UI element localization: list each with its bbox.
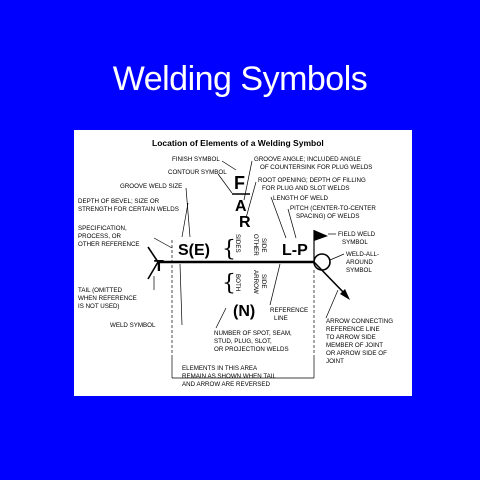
label-groove-angle-2: OF COUNTERSINK FOR PLUG WELDS — [260, 164, 372, 171]
label-reference-line-2: LINE — [274, 315, 288, 322]
label-elements-area-3: AND ARROW ARE REVERSED — [182, 381, 271, 388]
label-weld-all-around-3: SYMBOL — [346, 267, 372, 274]
sides-label: SIDES — [234, 234, 241, 253]
welding-symbol-diagram: Location of Elements of a Welding Symbol… — [74, 130, 412, 396]
tail-t: T — [154, 258, 164, 275]
label-length-of-weld: LENGTH OF WELD — [273, 195, 329, 202]
label-weld-symbol: WELD SYMBOL — [110, 322, 156, 329]
label-number-spots-2: STUD, PLUG, SLOT, — [214, 338, 272, 345]
finish-symbol-f: F — [234, 173, 245, 193]
label-elements-area-2: REMAIN AS SHOWN WHEN TAIL — [182, 373, 277, 380]
leader-depth-bevel — [181, 202, 189, 238]
label-arrow-connecting-6: JOINT — [326, 358, 344, 365]
leader-number — [215, 307, 227, 329]
label-spec-1: SPECIFICATION, — [78, 225, 127, 232]
label-elements-area-1: ELEMENTS IN THIS AREA — [182, 365, 258, 372]
root-opening-r: R — [239, 214, 251, 231]
leader-weld-symbol — [179, 263, 183, 326]
label-field-weld-2: SYMBOL — [342, 239, 368, 246]
arrowhead — [340, 289, 350, 300]
label-weld-all-around-1: WELD-ALL- — [346, 251, 379, 258]
leader-contour — [217, 173, 233, 194]
diagram-title: Location of Elements of a Welding Symbol — [152, 138, 324, 148]
arrow-side-label-2: SIDE — [260, 274, 267, 288]
brace-top: { — [222, 237, 236, 262]
label-arrow-connecting-1: ARROW CONNECTING — [326, 318, 393, 325]
leader-root-opening — [245, 181, 257, 219]
leader-reference-line — [269, 263, 281, 306]
size-s-e: S(E) — [178, 242, 210, 259]
leader-arrow-connecting — [325, 289, 339, 319]
label-spec-3: OTHER REFERENCE — [78, 241, 140, 248]
label-tail-3: IS NOT USED) — [78, 303, 120, 310]
label-spec-2: PROCESS, OR — [78, 233, 122, 240]
groove-angle-a: A — [235, 198, 247, 215]
label-pitch-1: PITCH (CENTER-TO-CENTER — [290, 205, 376, 212]
leader-length — [270, 196, 287, 239]
leader-weld-all-around — [329, 253, 345, 261]
label-root-opening-1: ROOT OPENING; DEPTH OF FILLING — [258, 177, 366, 184]
label-arrow-connecting-4: MEMBER OF JOINT — [326, 342, 383, 349]
other-side-label-2: SIDE — [260, 238, 267, 252]
tail-lower — [147, 261, 159, 280]
label-root-opening-2: FOR PLUG AND SLOT WELDS — [262, 185, 350, 192]
label-groove-angle-1: GROOVE ANGLE; INCLUDED ANGLE — [254, 156, 361, 163]
label-groove-weld-size: GROOVE WELD SIZE — [120, 183, 182, 190]
arrow-side-label-1: ARROW — [252, 270, 259, 294]
label-number-spots-1: NUMBER OF SPOT, SEAM, — [214, 330, 292, 337]
label-pitch-2: SPACING) OF WELDS — [296, 213, 360, 220]
slide-title: Welding Symbols — [112, 60, 368, 98]
leader-groove-angle — [243, 160, 253, 201]
label-number-spots-3: OR PROJECTION WELDS — [214, 346, 289, 353]
diagram-svg: Location of Elements of a Welding Symbol… — [78, 138, 393, 388]
leader-spec — [153, 237, 173, 249]
leader-groove-size — [185, 187, 191, 238]
label-tail-2: WHEN REFERENCE — [78, 295, 137, 302]
label-depth-bevel-2: STRENGTH FOR CERTAIN WELDS — [78, 206, 179, 213]
label-arrow-connecting-3: TO ARROW SIDE — [326, 334, 376, 341]
label-weld-all-around-2: AROUND — [346, 259, 373, 266]
other-side-label-1: OTHER — [252, 234, 259, 256]
label-tail-1: TAIL (OMITTED — [78, 287, 123, 294]
length-pitch-l-p: L-P — [282, 242, 308, 259]
brace-bottom: { — [222, 271, 236, 296]
tail-upper — [147, 246, 159, 263]
weld-all-around-circle — [313, 253, 331, 271]
both-label: BOTH — [234, 274, 241, 291]
label-arrow-connecting-5: OR ARROW SIDE OF — [326, 350, 387, 357]
field-weld-flag — [314, 230, 328, 241]
arrow-line — [313, 261, 347, 296]
label-field-weld-1: FIELD WELD — [338, 231, 376, 238]
label-depth-bevel-1: DEPTH OF BEVEL; SIZE OR — [78, 198, 160, 205]
number-n: (N) — [233, 303, 255, 320]
label-contour-symbol: CONTOUR SYMBOL — [168, 169, 227, 176]
label-reference-line-1: REFERENCE — [270, 307, 308, 314]
leader-pitch — [287, 208, 297, 239]
leader-finish — [221, 160, 237, 171]
label-arrow-connecting-2: REFERENCE LINE — [326, 326, 380, 333]
label-finish-symbol: FINISH SYMBOL — [172, 156, 220, 163]
